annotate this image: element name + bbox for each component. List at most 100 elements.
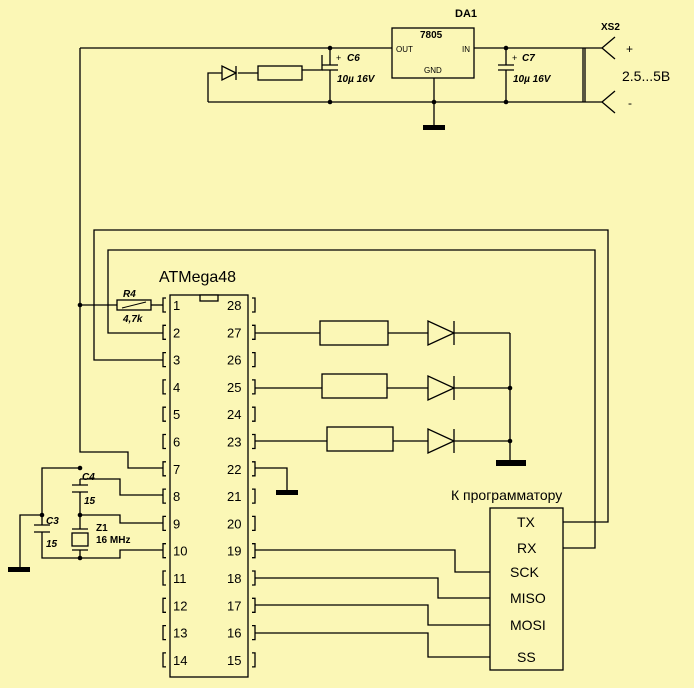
resistor bbox=[326, 426, 394, 452]
led bbox=[427, 374, 456, 402]
programmer-pin-miso: MISO bbox=[510, 590, 546, 606]
programmer-pin-ss: SS bbox=[517, 649, 536, 665]
pin-bracket bbox=[162, 543, 166, 559]
mcu-pin-left: 14 bbox=[173, 653, 187, 668]
z1-value: 16 MHz bbox=[96, 535, 130, 546]
connector-voltage: 2.5...5В bbox=[622, 68, 670, 84]
mcu-pin-right: 25 bbox=[227, 380, 241, 395]
pin-bracket bbox=[162, 652, 166, 668]
ground-symbol bbox=[496, 460, 526, 466]
pin-bracket bbox=[252, 488, 256, 504]
mcu-pin-right: 24 bbox=[227, 407, 241, 422]
regulator-in-label: IN bbox=[462, 45, 470, 54]
pin-bracket bbox=[252, 652, 256, 668]
connector-plus: + bbox=[626, 42, 633, 56]
pin-bracket bbox=[252, 461, 256, 477]
crystal-section: C4 15 C3 15 Z1 16 MHz bbox=[8, 465, 163, 572]
mcu-pin-right: 23 bbox=[227, 435, 241, 450]
mcu-pin-right: 19 bbox=[227, 544, 241, 559]
c7-value: 10µ 16V bbox=[513, 74, 552, 85]
mcu-pin-left: 10 bbox=[173, 544, 187, 559]
pin-bracket bbox=[162, 461, 166, 477]
led-indicator bbox=[221, 64, 238, 82]
pin-bracket bbox=[162, 433, 166, 450]
led-outputs bbox=[255, 319, 526, 495]
programmer-pin-mosi: MOSI bbox=[510, 617, 546, 633]
pin-bracket bbox=[162, 324, 166, 340]
pin-bracket bbox=[252, 406, 256, 422]
mcu-pin-left: 12 bbox=[173, 598, 187, 613]
pin-bracket bbox=[162, 570, 166, 586]
regulator-out-label: OUT bbox=[396, 45, 413, 54]
mcu-pin-left: 8 bbox=[173, 489, 180, 504]
mcu-pin-right: 28 bbox=[227, 298, 241, 313]
regulator-part: 7805 bbox=[420, 30, 443, 41]
mcu-pin-right: 26 bbox=[227, 353, 241, 368]
pin-bracket bbox=[162, 379, 166, 395]
ground-symbol bbox=[423, 125, 445, 130]
connector-minus: - bbox=[628, 96, 632, 110]
regulator-7805 bbox=[391, 27, 475, 79]
pin-bracket bbox=[162, 351, 166, 368]
pin-bracket bbox=[162, 597, 166, 613]
power-supply-section: DA1 7805 OUT IN GND + C6 10µ 16V + C7 10… bbox=[79, 8, 670, 469]
mcu-pin-right: 18 bbox=[227, 571, 241, 586]
crystal-z1 bbox=[71, 532, 89, 547]
c3-value: 15 bbox=[46, 539, 58, 550]
mcu-pin-right: 21 bbox=[227, 489, 241, 504]
pin-bracket bbox=[252, 379, 256, 395]
resistor bbox=[319, 320, 389, 346]
reset-section: R4 4,7k bbox=[77, 229, 609, 549]
pin-bracket bbox=[252, 297, 256, 313]
mcu-pin-left: 1 bbox=[173, 298, 180, 313]
c6-ref: C6 bbox=[347, 53, 360, 64]
pin-bracket bbox=[252, 543, 256, 559]
c6-value: 10µ 16V bbox=[337, 74, 376, 85]
mcu-pin-right: 17 bbox=[227, 598, 241, 613]
regulator-ref: DA1 bbox=[455, 8, 477, 20]
z1-ref: Z1 bbox=[96, 523, 108, 534]
regulator-gnd-label: GND bbox=[424, 66, 442, 75]
mcu-pin-left: 11 bbox=[173, 571, 187, 586]
mcu-pin-left: 3 bbox=[173, 353, 180, 368]
pin-bracket bbox=[252, 324, 256, 340]
svg-text:+: + bbox=[336, 53, 341, 63]
c7-ref: C7 bbox=[522, 53, 535, 64]
mcu-pin-left: 7 bbox=[173, 462, 180, 477]
mcu-pin-right: 20 bbox=[227, 516, 241, 531]
mcu-pin-left: 4 bbox=[173, 380, 180, 395]
r4-value: 4,7k bbox=[122, 314, 143, 325]
programmer-pin-rx: RX bbox=[517, 540, 537, 556]
c3-ref: C3 bbox=[46, 516, 59, 527]
mcu-pin-right: 22 bbox=[227, 462, 241, 477]
mcu-pin-right: 15 bbox=[227, 653, 241, 668]
pin-bracket bbox=[162, 515, 166, 532]
pin-bracket bbox=[252, 433, 256, 450]
led bbox=[427, 427, 456, 455]
pin-bracket bbox=[252, 597, 256, 613]
pin-bracket bbox=[162, 297, 166, 313]
programmer-pin-sck: SCK bbox=[510, 564, 539, 580]
mcu-pin-right: 16 bbox=[227, 626, 241, 641]
programmer-pin-tx: TX bbox=[517, 514, 536, 530]
mcu-pin-left: 9 bbox=[173, 516, 180, 531]
r4-ref: R4 bbox=[123, 289, 136, 300]
ground-symbol bbox=[8, 567, 30, 572]
pin-bracket bbox=[252, 515, 256, 532]
mcu-pin-left: 13 bbox=[173, 626, 187, 641]
resistor bbox=[321, 373, 388, 399]
pin-bracket bbox=[252, 624, 256, 641]
mcu-name: ATMega48 bbox=[159, 269, 236, 286]
mcu-pin-right: 27 bbox=[227, 325, 241, 340]
pin-bracket bbox=[252, 351, 256, 368]
led bbox=[427, 319, 456, 347]
c4-value: 15 bbox=[84, 496, 96, 507]
pin-bracket bbox=[252, 570, 256, 586]
pin-bracket bbox=[162, 406, 166, 422]
pin-bracket bbox=[162, 488, 166, 504]
c4-ref: C4 bbox=[82, 472, 95, 483]
mcu-pin-left: 6 bbox=[173, 435, 180, 450]
programmer-title: К программатору bbox=[451, 487, 562, 503]
